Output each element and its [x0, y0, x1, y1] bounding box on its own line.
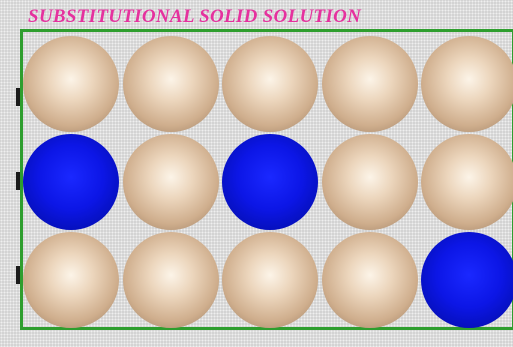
host-atom [222, 36, 318, 132]
frame-tick-mark [16, 266, 20, 284]
diagram-title: SUBSTITUTIONAL SOLID SOLUTION [28, 6, 362, 27]
host-atom [421, 134, 513, 230]
host-atom [421, 36, 513, 132]
frame-tick-mark [16, 172, 20, 190]
host-atom [122, 134, 219, 230]
solute-atom [23, 134, 119, 230]
solute-atom [222, 134, 318, 230]
host-atom [222, 232, 318, 328]
host-atom [321, 232, 418, 328]
host-atom [321, 134, 418, 230]
host-atom [122, 232, 219, 328]
host-atom [23, 232, 119, 328]
frame-tick-mark [16, 88, 20, 106]
solute-atom [421, 232, 513, 328]
host-atom [321, 36, 418, 132]
host-atom [122, 36, 219, 132]
host-atom [23, 36, 119, 132]
